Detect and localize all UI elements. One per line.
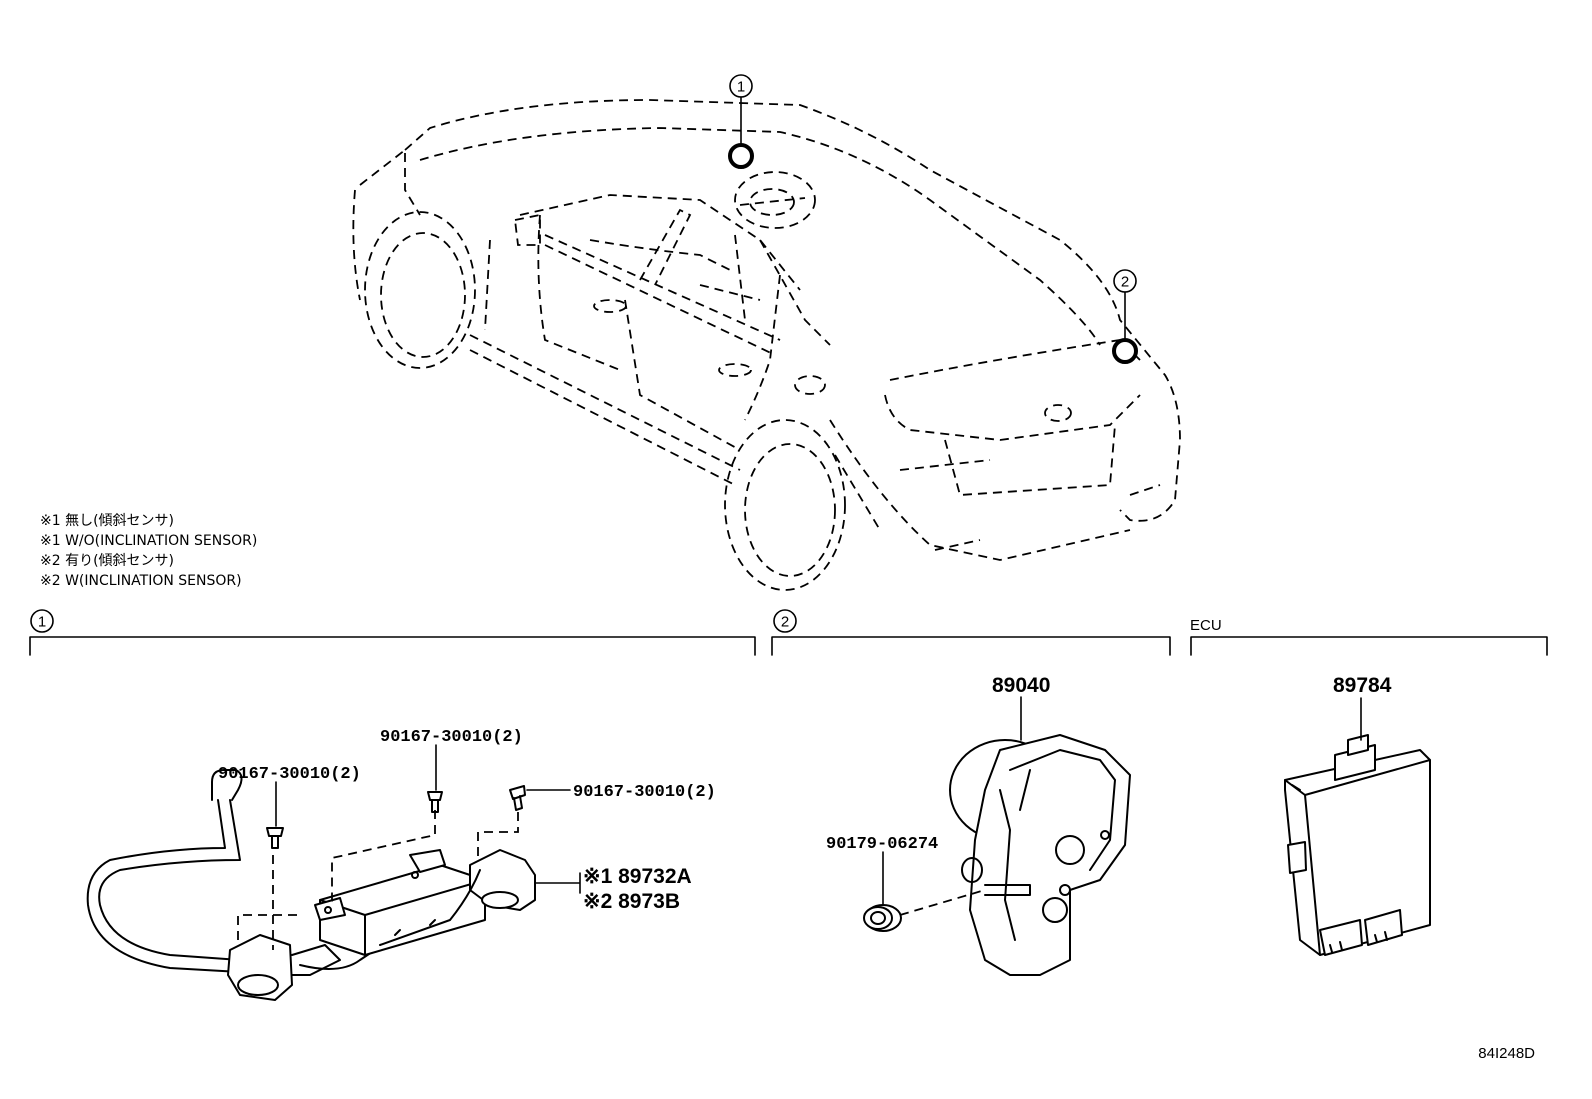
part-label-screw-mid[interactable]: 90167-30010(2) [380, 728, 523, 747]
part-label-screw-left[interactable]: 90167-30010(2) [218, 765, 361, 784]
legend-line-3: ※2 有り(傾斜センサ) [40, 553, 174, 569]
svg-text:2: 2 [781, 614, 789, 631]
sensor-harness-assembly[interactable] [86, 769, 536, 1001]
part-label-ecu[interactable]: 89784 [1333, 674, 1392, 697]
section-ecu-header[interactable]: ECU [1190, 617, 1548, 656]
section-2-header[interactable]: 2 [771, 609, 1171, 656]
part-label-sensor-a[interactable]: ※1 89732A [583, 865, 692, 888]
part-label-sensor-b[interactable]: ※2 8973B [583, 890, 680, 913]
legend-line-2: ※1 W/O(INCLINATION SENSOR) [40, 533, 257, 549]
location-marker-1 [728, 143, 754, 169]
part-label-clip[interactable]: 90179-06274 [826, 835, 938, 854]
part-label-actuator[interactable]: 89040 [992, 674, 1050, 697]
screw-right[interactable] [509, 785, 526, 811]
screw-mid[interactable] [427, 791, 443, 813]
clip[interactable] [863, 904, 902, 932]
svg-text:2: 2 [1121, 274, 1129, 291]
callout-2[interactable]: 2 [1112, 269, 1138, 364]
part-label-screw-right[interactable]: 90167-30010(2) [573, 783, 716, 802]
legend-line-1: ※1 無し(傾斜センサ) [40, 513, 174, 529]
svg-text:1: 1 [737, 79, 745, 96]
actuator-assembly[interactable] [949, 734, 1131, 976]
screw-left[interactable] [266, 827, 284, 849]
ecu-unit[interactable] [1284, 734, 1431, 956]
svg-text:ECU: ECU [1190, 617, 1222, 634]
car-illustration [352, 99, 1181, 591]
svg-text:1: 1 [38, 614, 46, 631]
callout-1[interactable]: 1 [728, 74, 754, 169]
diagram-code: 84I248D [1478, 1045, 1535, 1062]
location-marker-2 [1112, 338, 1138, 364]
legend: ※1 無し(傾斜センサ) ※1 W/O(INCLINATION SENSOR) … [40, 513, 257, 589]
section-1-header[interactable]: 1 [29, 609, 756, 656]
legend-line-4: ※2 W(INCLINATION SENSOR) [40, 573, 242, 589]
